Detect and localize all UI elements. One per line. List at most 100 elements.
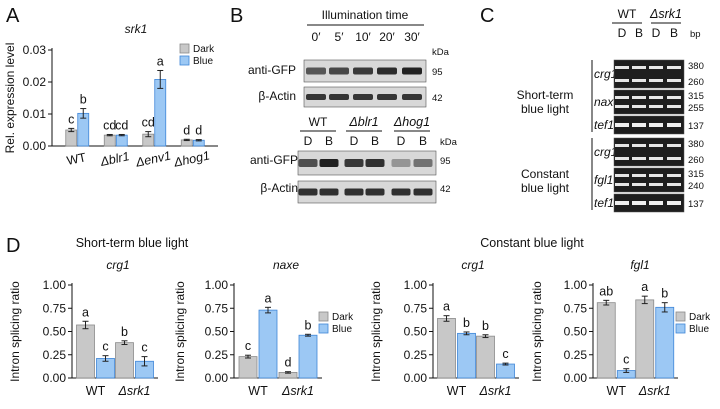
significance-letter: a [641,280,648,294]
significance-letter: c [141,341,147,355]
significance-letter: a [265,291,272,305]
bar-blue [496,363,515,379]
bar-dark [437,318,456,379]
timepoint-label: 10′ [355,30,371,44]
gel-strip [613,89,685,115]
blot-condition-label: B [371,134,379,148]
bp-size: 137 [688,199,704,210]
gel-band-lower [632,157,646,160]
y-tick-label: 0.75 [404,301,428,315]
bp-label: bp [690,29,701,40]
y-tick-label: 0.02 [23,75,47,89]
gel-band-upper [615,66,629,69]
gel-condition-label: D [618,26,627,40]
gel-group-label: blue light [521,102,570,116]
gel-band-upper [632,144,646,147]
band-actin [306,94,326,100]
band-actin [319,188,339,196]
gel-band-upper [615,144,629,147]
blot-strain-label: WT [309,115,328,129]
gel-group-label: Constant [521,167,570,181]
bar-dark [115,342,134,379]
blot-condition-label: B [419,134,427,148]
x-category-label: WT [447,384,467,398]
x-category-label: Δsrk1 [281,384,314,398]
chart-title: crg1 [106,258,129,272]
x-category-label: Δsrk1 [117,384,150,398]
y-tick-label: 0.50 [564,325,588,339]
significance-letter: d [183,123,190,137]
y-tick-label: 0.25 [43,348,67,362]
gel-band-upper [667,66,681,69]
gel-band-lower [649,157,663,160]
y-tick-label: 0.00 [205,371,229,385]
kda-95-top: 95 [432,67,443,78]
significance-letter: a [82,305,89,319]
gel-band [649,201,663,205]
gel-band-upper [667,174,681,177]
legend-label-dark: Dark [193,44,215,55]
bar-blue [655,306,675,379]
band-actin [298,188,318,196]
y-tick-label: 0.00 [404,371,428,385]
y-tick-label: 0.50 [205,325,229,339]
band-gfp [344,159,364,167]
gel-band-lower [667,183,681,186]
bp-size: 137 [688,121,704,132]
significance-letter: d [195,124,202,138]
blot-condition-label: D [350,134,359,148]
panel-letter-d: D [6,235,20,257]
y-tick-label: 1.00 [564,278,588,292]
y-axis-label: Intron splicing ratio [173,281,187,382]
bar-dark [238,356,258,379]
bp-size: 380 [688,139,704,150]
gel-band-lower [649,79,663,82]
gel-strain-label: Δsrk1 [649,7,682,21]
gel-gene-label: tef1 [594,196,614,210]
gel-band [615,201,629,205]
significance-letter: ab [599,284,613,298]
gel-band-upper [667,96,681,99]
bar-blue [258,309,278,379]
panel-letter-b: B [230,5,243,27]
gel-band [649,123,663,127]
band-gfp [353,67,373,75]
band-gfp [306,67,326,75]
gel-band-upper [632,66,646,69]
gel-strip [613,137,685,167]
gel-band-lower [632,79,646,82]
significance-letter: b [661,287,668,301]
significance-letter: b [121,325,128,339]
gel-condition-label: B [670,26,678,40]
gel-band-lower [615,79,629,82]
timepoint-label: 30′ [404,30,420,44]
bar-blue [298,334,318,379]
significance-letter: cd [103,118,116,132]
x-category-label: Δsrk1 [638,384,671,398]
y-tick-label: 0.00 [23,139,47,153]
significance-letter: a [443,300,450,314]
blot-strain-label: Δhog1 [393,115,430,129]
bp-size: 240 [688,181,704,192]
gel-band-upper [649,96,663,99]
significance-letter: cd [142,116,155,130]
bp-size: 260 [688,77,704,88]
gel-strip [613,167,685,193]
gel-band-lower [615,183,629,186]
chart-title: fgl1 [630,258,649,272]
gel-band [615,123,629,127]
gel-band-upper [649,174,663,177]
y-axis-label: Rel. expression level [3,43,17,154]
significance-letter: c [623,353,629,367]
y-tick-label: 1.00 [404,278,428,292]
y-tick-label: 0.00 [43,371,67,385]
x-category-label: WT [607,384,627,398]
y-axis-label: Intron splicing ratio [369,281,383,382]
gel-band-upper [632,174,646,177]
y-axis-label: Intron splicing ratio [8,281,22,382]
band-actin [344,188,364,196]
